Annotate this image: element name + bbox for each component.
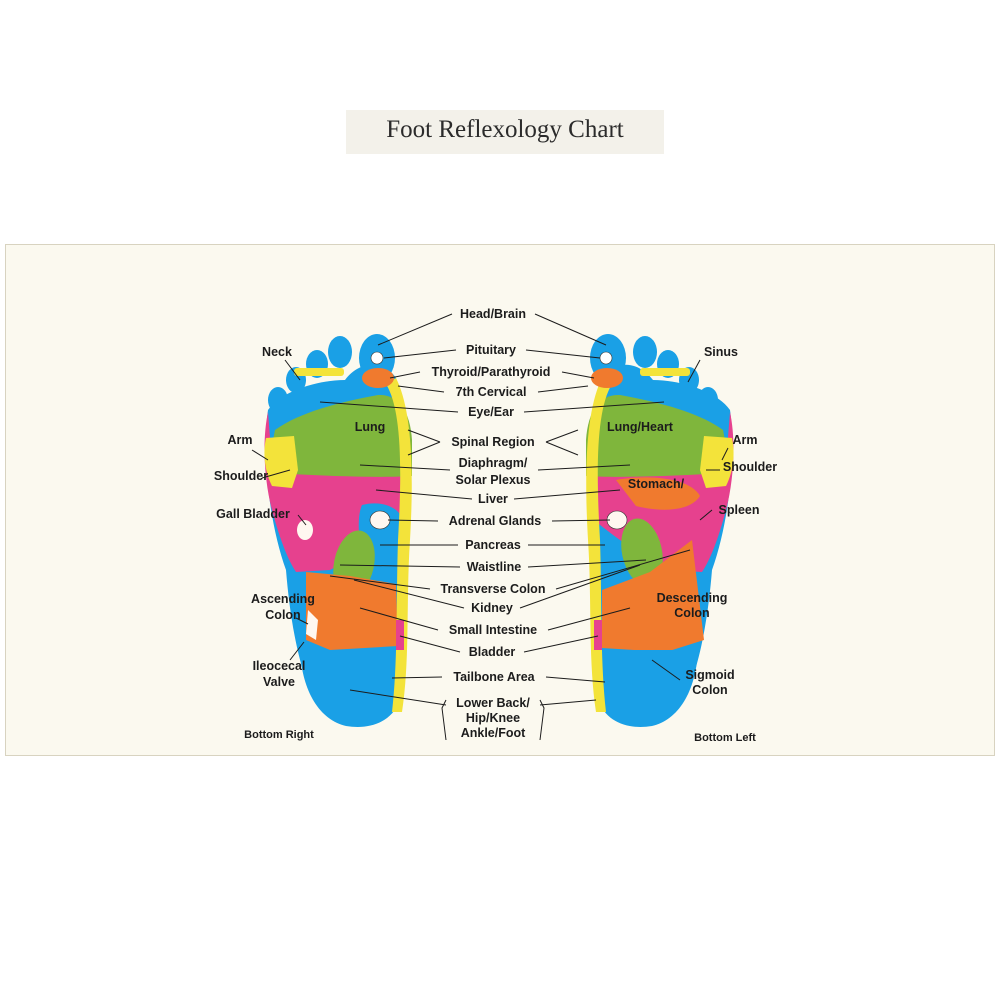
label-liver: Liver (478, 492, 508, 506)
right-foot-colon (306, 572, 398, 650)
label-solar-plexus: Solar Plexus (455, 473, 530, 487)
label-sigmoid-colon-2: Colon (692, 683, 727, 697)
label-shoulder-left: Shoulder (214, 469, 268, 483)
label-ileocecal-2: Valve (263, 675, 295, 689)
right-toe-neck-band (294, 368, 344, 376)
label-ascending-colon-1: Ascending (251, 592, 315, 606)
label-spinal-region: Spinal Region (451, 435, 534, 449)
left-toe-2 (633, 336, 657, 368)
label-arm-left: Arm (227, 433, 252, 447)
left-side-labels: Neck Arm Shoulder Gall Bladder Ascending… (214, 345, 315, 741)
left-foot-kidney (621, 518, 663, 586)
right-foot-lung (270, 394, 412, 477)
label-tailbone: Tailbone Area (453, 670, 535, 684)
label-adrenal-glands: Adrenal Glands (449, 514, 541, 528)
label-pancreas: Pancreas (465, 538, 521, 552)
right-foot-heel (300, 650, 400, 727)
label-bottom-left: Bottom Left (694, 732, 756, 744)
label-pituitary: Pituitary (466, 343, 516, 357)
label-small-intestine: Small Intestine (449, 623, 537, 637)
chart-panel (5, 244, 995, 756)
label-sigmoid-colon-1: Sigmoid (685, 668, 734, 682)
right-foot-adrenal-spot (369, 510, 391, 530)
left-toe-5 (698, 387, 718, 413)
label-transverse-colon: Transverse Colon (441, 582, 546, 596)
label-thyroid: Thyroid/Parathyroid (432, 365, 551, 379)
label-lung-heart: Lung/Heart (607, 420, 674, 434)
left-foot-heel (598, 650, 698, 727)
right-foot (264, 334, 412, 727)
right-foot-shoulder (264, 436, 298, 488)
in-foot-labels: Lung Lung/Heart Stomach/ (355, 420, 685, 491)
label-ankle-foot: Ankle/Foot (461, 726, 526, 740)
label-eye-ear: Eye/Ear (468, 405, 514, 419)
left-foot-shoulder (700, 436, 734, 488)
right-foot-bladder (396, 620, 404, 650)
right-side-labels: Sinus Arm Shoulder Spleen Descending Col… (657, 345, 778, 744)
left-foot-stomach (616, 477, 700, 510)
label-hip-knee: Hip/Knee (466, 711, 520, 725)
label-shoulder-right: Shoulder (723, 460, 777, 474)
left-foot-colon (602, 540, 704, 652)
label-diaphragm: Diaphragm/ (459, 456, 528, 470)
label-bottom-right: Bottom Right (244, 729, 314, 741)
label-kidney: Kidney (471, 601, 513, 615)
label-arm-right: Arm (732, 433, 757, 447)
right-foot-toes (268, 334, 395, 413)
label-sinus: Sinus (704, 345, 738, 359)
label-spleen: Spleen (719, 503, 760, 517)
right-foot-ileocecal (306, 610, 318, 640)
label-bladder: Bladder (469, 645, 516, 659)
right-toe-2 (328, 336, 352, 368)
label-lower-back: Lower Back/ (456, 696, 530, 710)
left-foot-lung-heart (586, 394, 728, 477)
label-descending-colon-2: Colon (674, 606, 709, 620)
label-waistline: Waistline (467, 560, 521, 574)
title-banner: Foot Reflexology Chart (346, 110, 664, 154)
label-neck: Neck (262, 345, 292, 359)
label-ascending-colon-2: Colon (265, 608, 300, 622)
right-toe-5 (268, 387, 288, 413)
label-7th-cervical: 7th Cervical (456, 385, 527, 399)
left-foot-bladder (594, 620, 602, 650)
right-big-toe-base (362, 368, 394, 388)
right-pituitary-spot (370, 351, 384, 365)
left-big-toe-base (591, 368, 623, 388)
right-foot-gall-bladder (297, 520, 313, 540)
center-labels: Head/Brain Pituitary Thyroid/Parathyroid… (432, 307, 551, 740)
label-descending-colon-1: Descending (657, 591, 728, 605)
left-pituitary-spot (599, 351, 613, 365)
label-head-brain: Head/Brain (460, 307, 526, 321)
label-stomach: Stomach/ (628, 477, 685, 491)
left-toe-sinus-band (640, 368, 690, 376)
leader-lines (251, 313, 729, 741)
label-gall-bladder: Gall Bladder (216, 507, 290, 521)
label-lung: Lung (355, 420, 386, 434)
label-ileocecal-1: Ileocecal (253, 659, 306, 673)
chart-title: Foot Reflexology Chart (386, 116, 624, 143)
